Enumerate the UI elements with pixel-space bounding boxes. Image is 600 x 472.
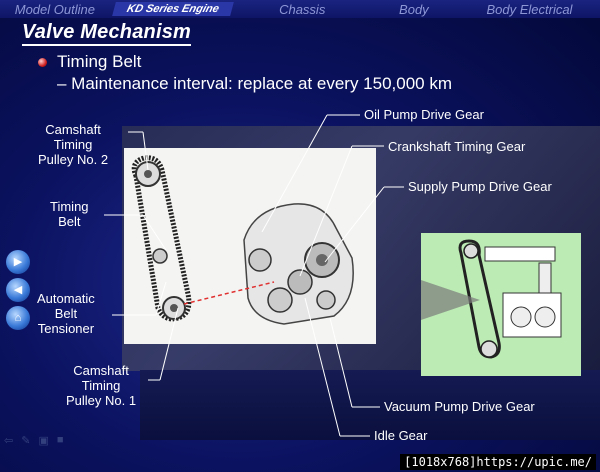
label-oil-pump-drive-gear: Oil Pump Drive Gear (364, 107, 484, 122)
label-supply-pump-drive-gear: Supply Pump Drive Gear (408, 179, 552, 194)
tab-body-electrical[interactable]: Body Electrical (486, 1, 573, 17)
background-track (140, 370, 600, 440)
slide-heading: Timing Belt (57, 52, 142, 71)
slide-subline: – Maintenance interval: replace at every… (57, 74, 453, 93)
slide-icon[interactable]: ▣ (38, 435, 49, 447)
tab-model-outline[interactable]: Model Outline (14, 1, 95, 17)
next-slide-button[interactable]: ▶ (6, 250, 30, 274)
label-idle-gear: Idle Gear (374, 428, 428, 443)
bottom-toolbar: ⇦ ✎ ▣ ■ (4, 434, 64, 447)
previous-slide-button[interactable]: ◀ (6, 278, 30, 302)
label-vacuum-pump-drive-gear: Vacuum Pump Drive Gear (384, 399, 535, 414)
bullet-icon (38, 58, 47, 67)
home-button[interactable]: ⌂ (6, 306, 30, 330)
menu-icon[interactable]: ■ (56, 434, 64, 446)
arrow-right-icon: ▶ (13, 256, 23, 268)
label-crankshaft-timing-gear: Crankshaft Timing Gear (388, 139, 526, 154)
timing-belt-drawing (131, 155, 354, 325)
tab-body[interactable]: Body (399, 1, 429, 17)
top-nav-bar: Model Outline KD Series Engine Chassis B… (0, 0, 600, 18)
back-icon[interactable]: ⇦ (4, 435, 14, 447)
pen-icon[interactable]: ✎ (21, 435, 31, 447)
watermark: [1018x768]https://upic.me/ (400, 454, 596, 470)
home-icon: ⌂ (14, 312, 22, 324)
engine-inset-drawing (458, 239, 562, 359)
engine-inset-image (421, 233, 581, 376)
tab-chassis[interactable]: Chassis (279, 1, 326, 17)
tab-kd-series-engine[interactable]: KD Series Engine (111, 2, 234, 16)
timing-belt-diagram (124, 148, 376, 344)
arrow-left-icon: ◀ (13, 284, 23, 296)
slide-title: Valve Mechanism (22, 21, 192, 46)
